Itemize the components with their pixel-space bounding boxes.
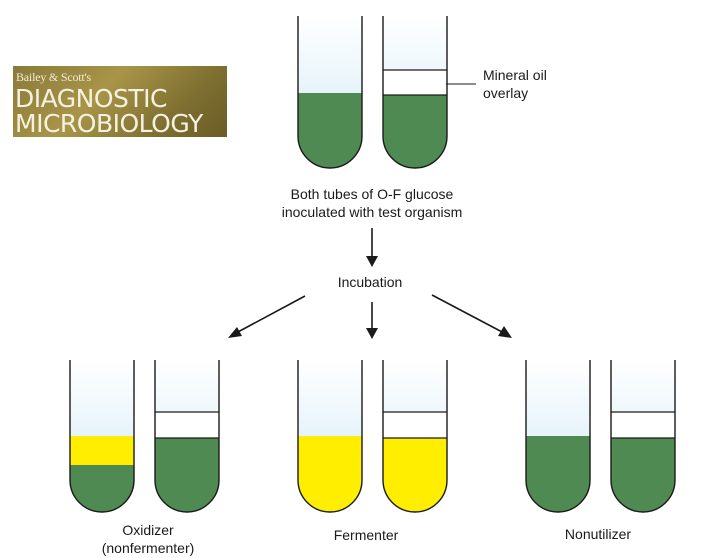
mineral-oil-layer [155,412,219,438]
green-medium-layer [526,436,590,512]
nonutilizer-tube-open [525,360,591,513]
logo-title-line1: DIAGNOSTIC [15,84,168,113]
mineral-oil-label-line1: Mineral oil [483,67,547,83]
arrowhead-left [228,327,242,338]
tube-outline [297,360,363,513]
inoculation-label-line1: Both tubes of O-F glucose [290,186,454,202]
tube-outline [154,360,220,513]
arrows-group [228,83,512,339]
tube-outline [382,16,448,169]
tube-outline [525,360,591,513]
acid-yellow-layer [298,436,362,512]
mineral-oil-layer [383,70,447,95]
initial-tube-open [297,16,363,169]
green-medium-layer [383,95,447,168]
arrowhead-down-mid [366,328,378,339]
fermenter-tube-open [297,360,363,513]
oxidizer-tube-sealed [154,360,220,513]
oxidizer-label-line1: Oxidizer [122,522,174,538]
nonutilizer-tube-sealed [610,360,676,513]
acid-yellow-layer [383,438,447,512]
arrow-to-oxidizer [235,295,306,334]
mineral-oil-layer [611,412,675,438]
book-logo: Bailey & Scott's DIAGNOSTIC MICROBIOLOGY [13,66,227,137]
tubes-group [69,16,676,513]
fermenter-tube-sealed [382,360,448,513]
arrowhead-right [498,326,512,338]
tube-outline [69,360,135,513]
incubation-label: Incubation [337,274,403,290]
green-medium-layer [155,438,219,512]
tube-outline [610,360,676,513]
logo-subtitle: Bailey & Scott's [16,70,91,84]
inoculation-label-line2: inoculated with test organism [281,204,463,220]
fermenter-label: Fermenter [333,527,399,543]
arrow-to-nonutilizer [431,294,505,334]
tube-outline [382,360,448,513]
green-medium-layer [298,93,362,168]
tube-outline [297,16,363,169]
green-medium-layer [70,465,134,512]
oxidizer-tube-open [69,360,135,513]
green-medium-layer [611,438,675,512]
arrowhead-down-top [366,256,378,267]
mineral-oil-label-line2: overlay [483,85,529,101]
oxidizer-label-line2: (nonfermenter) [101,540,195,556]
mineral-oil-layer [383,412,447,438]
nonutilizer-label: Nonutilizer [564,526,632,542]
logo-title-line2: MICROBIOLOGY [15,109,203,137]
initial-tube-sealed [382,16,448,169]
